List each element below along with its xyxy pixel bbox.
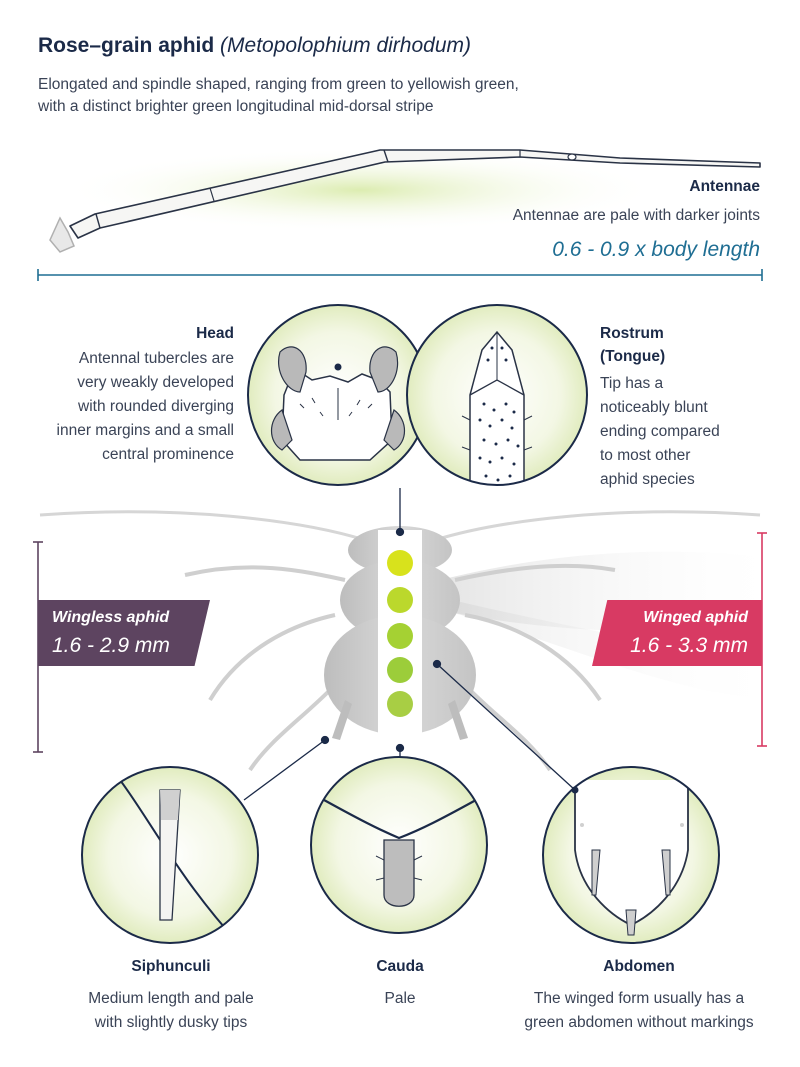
wingless-label: Wingless aphid: [52, 609, 170, 626]
colour-swatches: [387, 550, 413, 717]
antennae-description: Antennae are pale with darker joints: [512, 207, 760, 224]
antenna-illustration: [49, 148, 761, 253]
siphunculi-line: Medium length and pale: [88, 990, 254, 1007]
head-line: inner margins and a small: [56, 422, 234, 439]
colour-swatch: [387, 550, 413, 576]
colour-swatch: [387, 587, 413, 613]
description-line: with a distinct brighter green longitudi…: [38, 98, 434, 115]
winged-label: Winged aphid: [643, 609, 748, 626]
abdomen-detail-circle: [542, 766, 720, 944]
page-title: Rose–grain aphid (Metopolophium dirhodum…: [38, 34, 471, 58]
siphunculi-detail-circle: [81, 766, 259, 944]
siphunculi-line: with slightly dusky tips: [94, 1014, 248, 1031]
rostrum-title-line: Rostrum: [600, 325, 664, 342]
cauda-line: Pale: [384, 990, 416, 1007]
colour-swatch: [387, 623, 413, 649]
rostrum-line: noticeably blunt: [600, 399, 708, 416]
antennae-title: Antennae: [689, 178, 760, 195]
winged-scale-bar: [757, 532, 767, 747]
description: Elongated and spindle shaped, ranging fr…: [38, 74, 638, 118]
colour-swatch: [387, 657, 413, 683]
head-description: Antennal tubercles are very weakly devel…: [57, 347, 234, 467]
rostrum-line: Tip has a: [600, 375, 664, 392]
siphunculi-description: Medium length and pale with slightly dus…: [21, 987, 321, 1035]
rostrum-line: aphid species: [600, 471, 695, 488]
abdomen-title: Abdomen: [603, 958, 675, 975]
head-line: very weakly developed: [77, 374, 234, 391]
rostrum-line: to most other: [600, 447, 691, 464]
description-line: Elongated and spindle shaped, ranging fr…: [38, 76, 519, 93]
head-line: Antennal tubercles are: [78, 350, 234, 367]
cauda-description: Pale: [250, 987, 550, 1011]
cauda-title: Cauda: [376, 958, 424, 975]
rostrum-title-line: (Tongue): [600, 348, 666, 365]
connector-lines: [243, 488, 576, 801]
head-title: Head: [196, 325, 234, 342]
head-line: central prominence: [102, 446, 234, 463]
title-common-name: Rose–grain aphid: [38, 34, 215, 57]
winged-size: 1.6 - 3.3 mm: [630, 634, 748, 657]
abdomen-line: green abdomen without markings: [524, 1014, 754, 1031]
colour-swatch: [387, 691, 413, 717]
rostrum-description: Tip has a noticeably blunt ending compar…: [600, 372, 720, 492]
abdomen-description: The winged form usually has a green abdo…: [489, 987, 789, 1035]
rostrum-line: ending compared: [600, 423, 720, 440]
rostrum-detail-circle: [406, 304, 588, 486]
title-scientific-name: (Metopolophium dirhodum): [220, 34, 472, 57]
cauda-detail-circle: [310, 756, 488, 934]
wingless-size: 1.6 - 2.9 mm: [52, 634, 170, 657]
antennae-length: 0.6 - 0.9 x body length: [552, 238, 760, 261]
antenna-length-scale: [37, 269, 763, 281]
wingless-badge: Wingless aphid 1.6 - 2.9 mm: [38, 600, 210, 666]
winged-badge: Winged aphid 1.6 - 3.3 mm: [592, 600, 762, 666]
head-line: with rounded diverging: [78, 398, 234, 415]
head-detail-circle: [247, 304, 429, 486]
abdomen-line: The winged form usually has a: [533, 990, 745, 1007]
siphunculi-title: Siphunculi: [131, 958, 211, 975]
rostrum-title: Rostrum (Tongue): [600, 322, 665, 368]
